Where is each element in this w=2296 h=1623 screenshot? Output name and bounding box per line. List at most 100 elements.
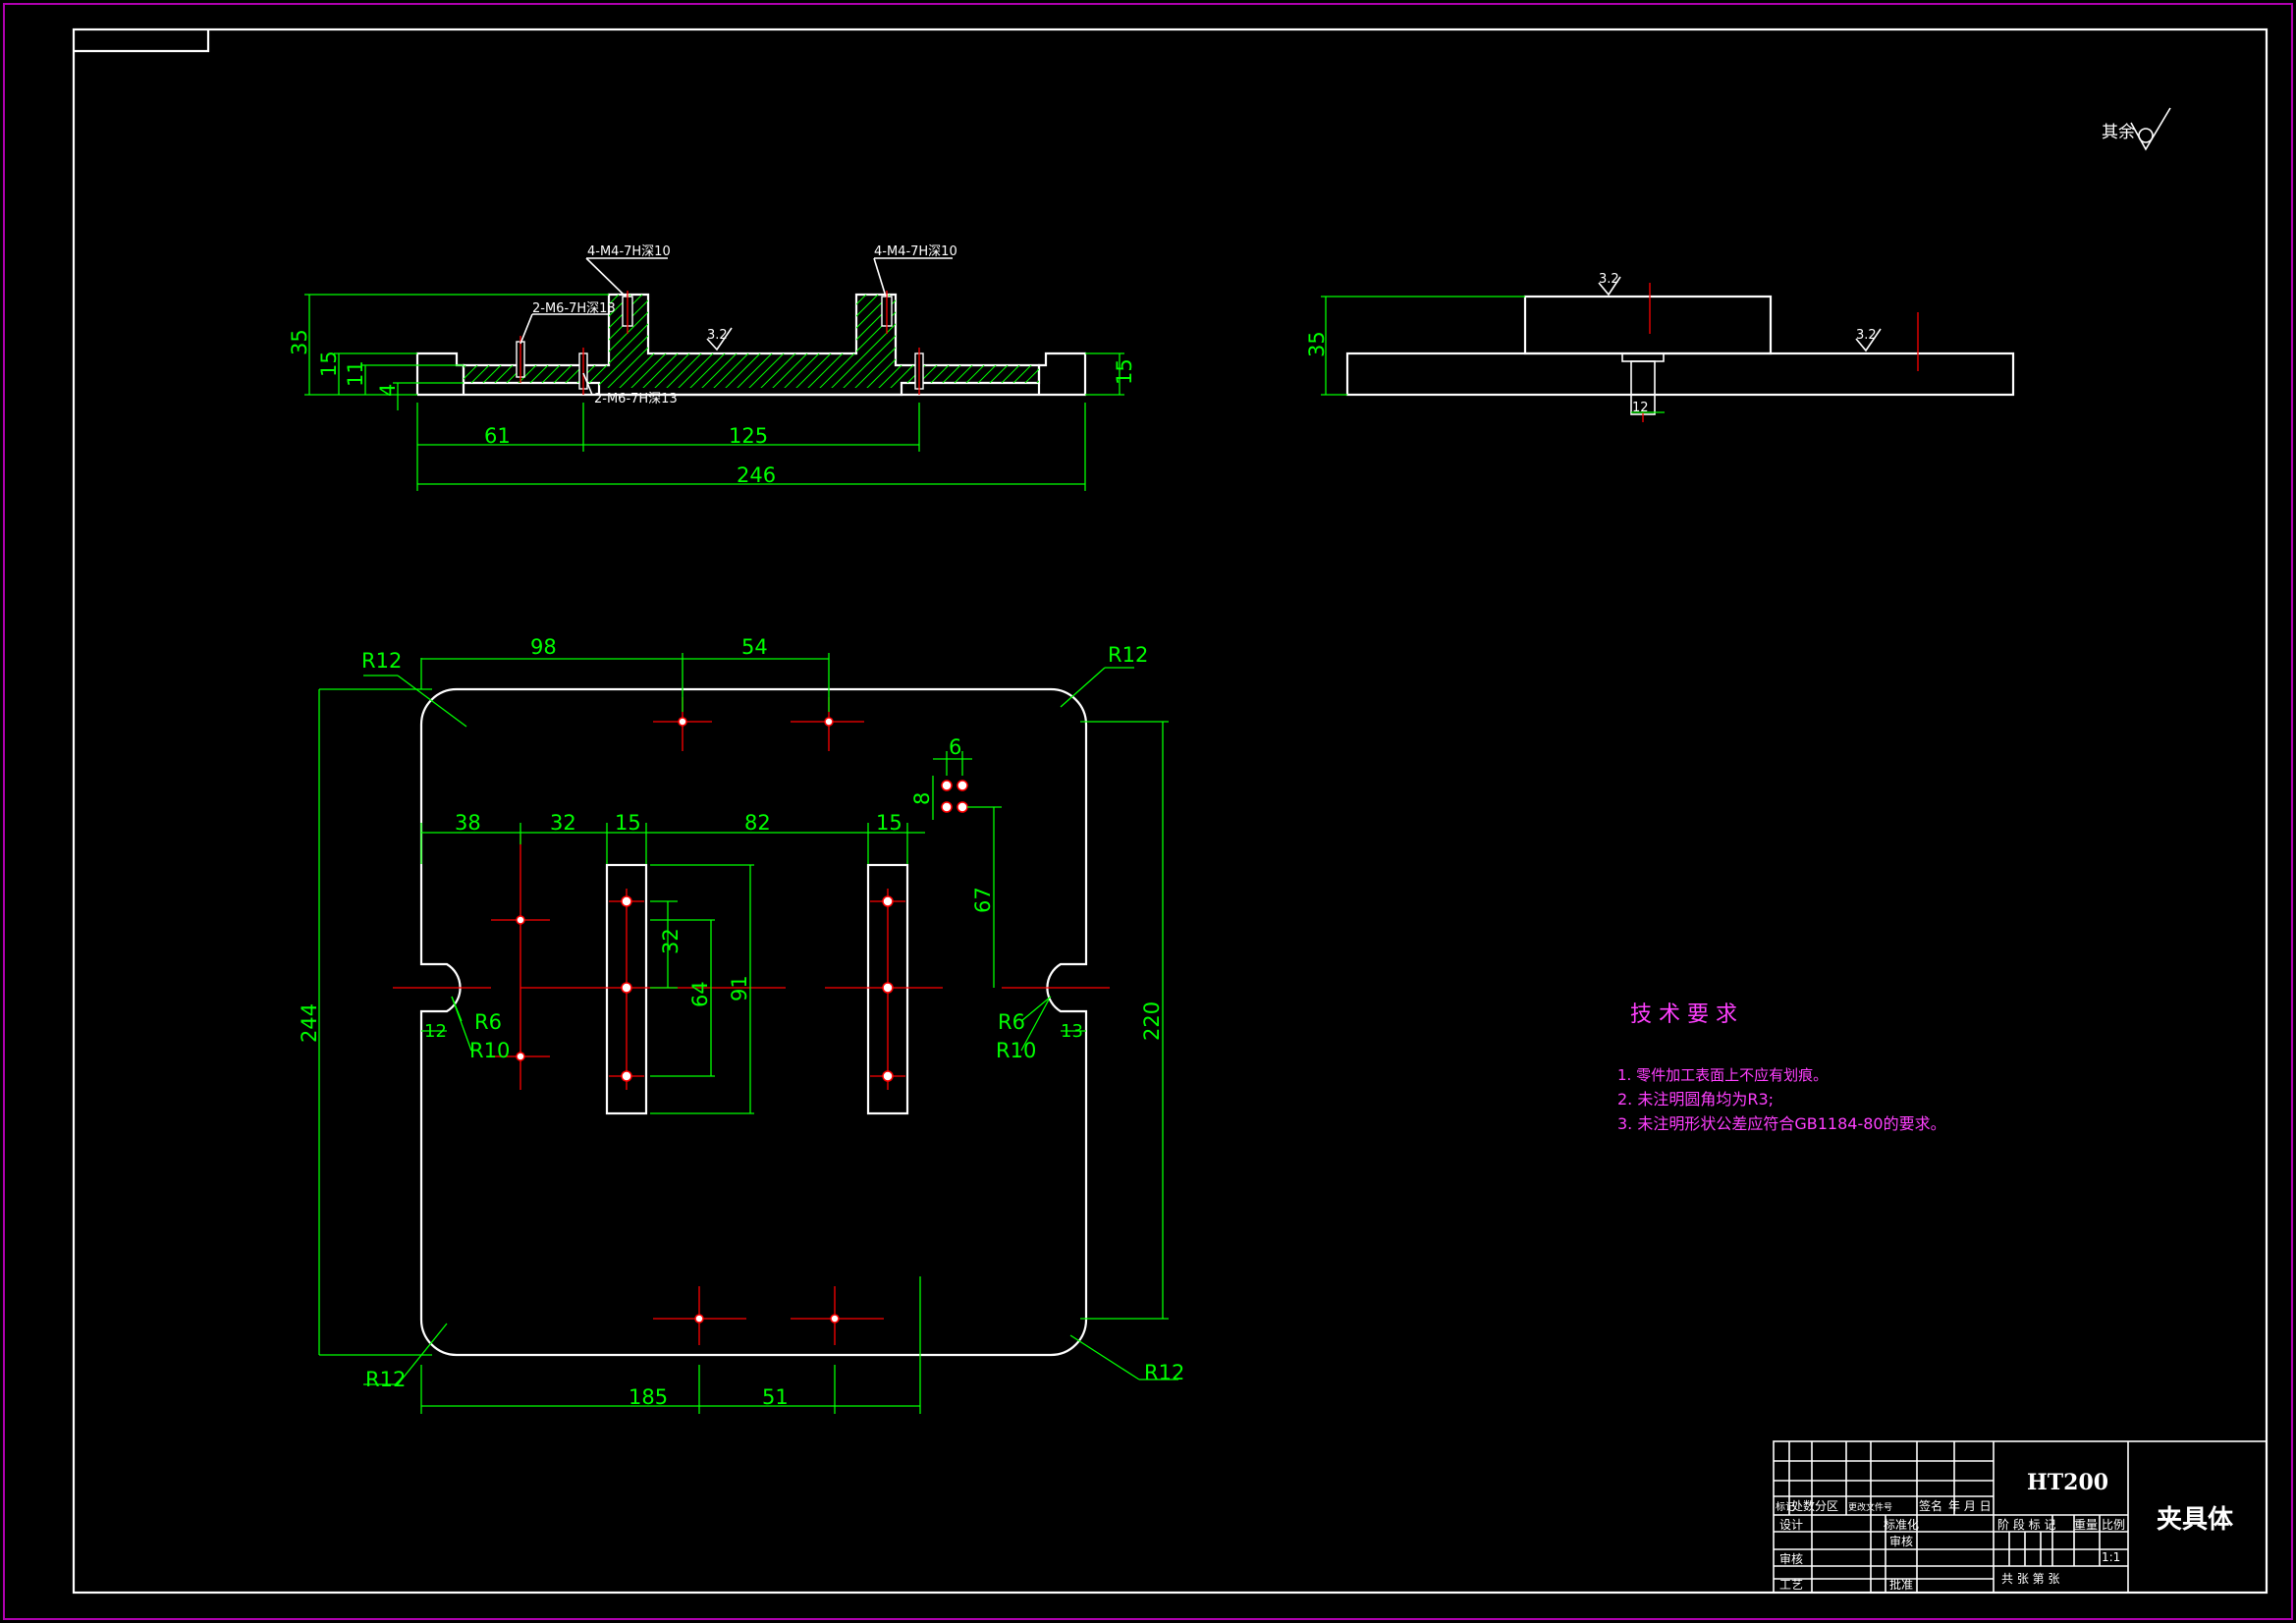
roughness-rest-symbol: 其余 <box>2102 107 2171 151</box>
hole-top-1 <box>678 717 687 727</box>
label-stage: 阶 段 标 记 <box>1997 1517 2055 1532</box>
dim-plan-h32: 32 <box>659 928 683 954</box>
dim-plan-h67: 67 <box>971 887 995 913</box>
hatch-line <box>969 295 1039 388</box>
hatch-line <box>1123 285 1241 403</box>
front-section-view: 4-M4-7H深10 4-M4-7H深10 2-M6-7H深13 2-M6-7H… <box>288 244 1241 491</box>
radius-r12-bottom-right: R12 <box>1144 1361 1184 1384</box>
title-block-grid <box>1774 1441 2129 1593</box>
radius-r12-top-right: R12 <box>1108 643 1148 667</box>
label-process: 工艺 <box>1779 1578 1803 1592</box>
tech-item-3: 3. 未注明形状公差应符合GB1184-80的要求。 <box>1617 1114 1946 1133</box>
front-callout-m6-bottom: 2-M6-7H深13 <box>594 392 678 406</box>
hatch-line <box>910 295 1030 388</box>
plan-view: 98 54 38 32 15 82 15 6 8 67 32 64 91 244… <box>298 635 1184 1414</box>
radius-r12-top-left: R12 <box>361 649 402 673</box>
side-roughness-top: 3.2 <box>1599 272 1619 287</box>
label-zone: 分区 <box>1815 1499 1838 1513</box>
plan-dimension-lines <box>318 653 1178 1414</box>
label-date: 年 月 日 <box>1948 1499 1992 1513</box>
label-review: 审核 <box>1779 1551 1803 1566</box>
dim-plan-h91: 91 <box>728 975 751 1001</box>
label-count: 处数 <box>1791 1498 1815 1513</box>
plan-holes <box>516 717 968 1324</box>
tech-requirements: 技 术 要 求 1. 零件加工表面上不应有划痕。 2. 未注明圆角均为R3; 3… <box>1617 1002 1946 1133</box>
label-sheets: 共 张 第 张 <box>2001 1572 2059 1586</box>
hatch-line <box>1005 295 1039 388</box>
dim-plan-h220: 220 <box>1140 1001 1164 1041</box>
front-dimension-lines <box>304 294 1124 491</box>
hatch-line <box>922 295 1039 388</box>
side-counterbore <box>1621 352 1665 362</box>
hatch-line <box>887 295 1007 388</box>
tech-item-1: 1. 零件加工表面上不应有划痕。 <box>1617 1066 1828 1084</box>
hatch-line <box>1088 285 1206 403</box>
label-weight: 重量 <box>2074 1518 2098 1532</box>
callout-leader-line <box>873 257 887 298</box>
dim-front-h15-right: 15 <box>1113 358 1136 385</box>
side-roughness-right: 3.2 <box>1856 328 1877 343</box>
hole-group-1 <box>941 780 953 791</box>
roughness-mark-icon <box>1855 328 1882 352</box>
hole-slot-right-2 <box>882 982 894 994</box>
hatch-line <box>981 295 1039 388</box>
front-body-outline <box>462 293 1041 397</box>
dim-plan-w38: 38 <box>455 811 481 835</box>
label-standardize: 标准化 <box>1884 1518 1919 1532</box>
plan-outline <box>419 687 1088 1357</box>
dim-plan-w51: 51 <box>762 1385 789 1409</box>
dim-front-h15: 15 <box>317 351 341 377</box>
part-name: 夹具体 <box>2157 1505 2234 1535</box>
side-dimension-lines <box>1321 296 1665 413</box>
side-base <box>1345 352 2015 397</box>
dim-plan-w185: 185 <box>629 1385 668 1409</box>
dim-front-w246: 246 <box>737 463 776 487</box>
title-block-frame <box>1773 1440 2268 1594</box>
front-callout-m4-right: 4-M4-7H深10 <box>874 244 957 259</box>
dim-front-h11: 11 <box>344 360 367 387</box>
dim-side-w12: 12 <box>1632 401 1649 415</box>
hole-group-2 <box>957 780 968 791</box>
corner-box <box>74 29 210 53</box>
radius-r10-left: R10 <box>469 1039 510 1062</box>
hole-bottom-1 <box>694 1314 704 1324</box>
hole-left-1 <box>516 915 525 925</box>
hole-slot-left-1 <box>621 895 632 907</box>
radius-r12-bottom-left: R12 <box>365 1368 406 1391</box>
hole-bottom-2 <box>830 1314 840 1324</box>
dim-plan-w15a: 15 <box>615 811 641 835</box>
hatch-line <box>1041 285 1159 403</box>
plan-slot-left <box>605 863 648 1115</box>
hatch-line <box>1053 285 1171 403</box>
dim-plan-w6: 6 <box>949 735 961 759</box>
dim-plan-w32: 32 <box>550 811 576 835</box>
roughness-check-icon <box>2130 107 2171 151</box>
hatch-line <box>946 295 1039 388</box>
dim-plan-w98: 98 <box>530 635 557 659</box>
dim-front-w125: 125 <box>729 424 768 448</box>
drawing-border <box>72 27 2269 1595</box>
tech-item-2: 2. 未注明圆角均为R3; <box>1617 1090 1774 1109</box>
hatch-line <box>957 295 1039 388</box>
dim-plan-w82: 82 <box>744 811 771 835</box>
dim-plan-w12: 12 <box>424 1021 447 1042</box>
radius-r6-left: R6 <box>474 1010 502 1034</box>
title-block: HT200 夹具体 1:1 标记 处数 分区 更改文件号 签名 年 月 日 设计… <box>1773 1440 2268 1594</box>
dim-front-h35: 35 <box>288 329 311 355</box>
front-roughness: 3.2 <box>707 328 728 343</box>
dim-front-h4: 4 <box>376 384 400 397</box>
roughness-mark-icon <box>1598 276 1621 297</box>
hatch-line <box>993 295 1039 388</box>
hatch-line <box>934 295 1039 388</box>
hatch-line <box>464 295 512 388</box>
roughness-circle-icon <box>2138 128 2154 143</box>
hatch-line <box>1016 295 1039 388</box>
front-callout-m4-left: 4-M4-7H深10 <box>587 244 671 259</box>
dim-front-w61: 61 <box>484 424 511 448</box>
hole-slot-right-3 <box>882 1070 894 1082</box>
outer-frame <box>3 3 2293 1620</box>
label-approve: 批准 <box>1889 1577 1913 1592</box>
plan-slot-right <box>866 863 909 1115</box>
roughness-rest-label: 其余 <box>2102 123 2135 142</box>
